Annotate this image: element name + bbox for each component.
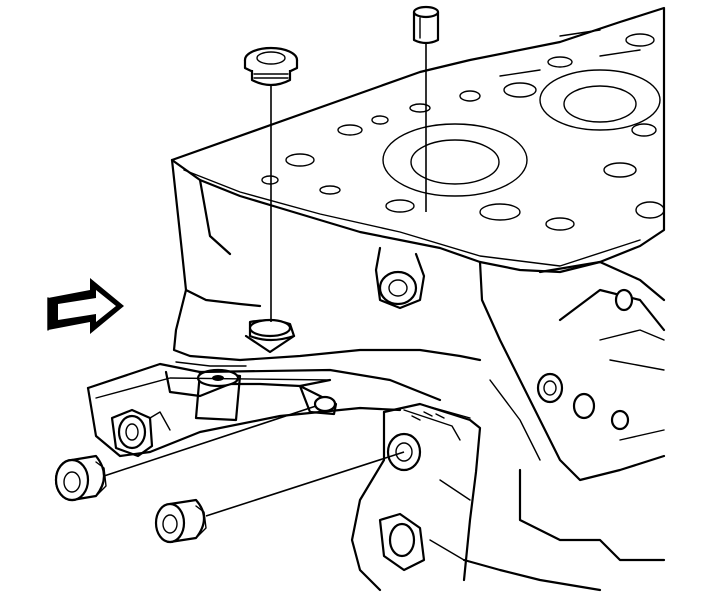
view-direction-arrow-icon xyxy=(47,278,124,334)
exhaust-flange xyxy=(86,362,442,458)
threaded-plug-icon xyxy=(54,454,107,502)
dowel-pin-icon xyxy=(412,5,440,45)
leader-lines xyxy=(103,44,427,517)
lower-plug-leader-line xyxy=(205,451,405,517)
side-plug-leader-line xyxy=(103,405,317,477)
lower-casting xyxy=(164,288,482,422)
threaded-plug-icon xyxy=(243,46,299,87)
threaded-plug-icon xyxy=(154,498,207,544)
cylinder-head-right-side xyxy=(462,260,666,592)
lower-bracket xyxy=(350,402,482,592)
mounting-boss xyxy=(374,246,426,310)
